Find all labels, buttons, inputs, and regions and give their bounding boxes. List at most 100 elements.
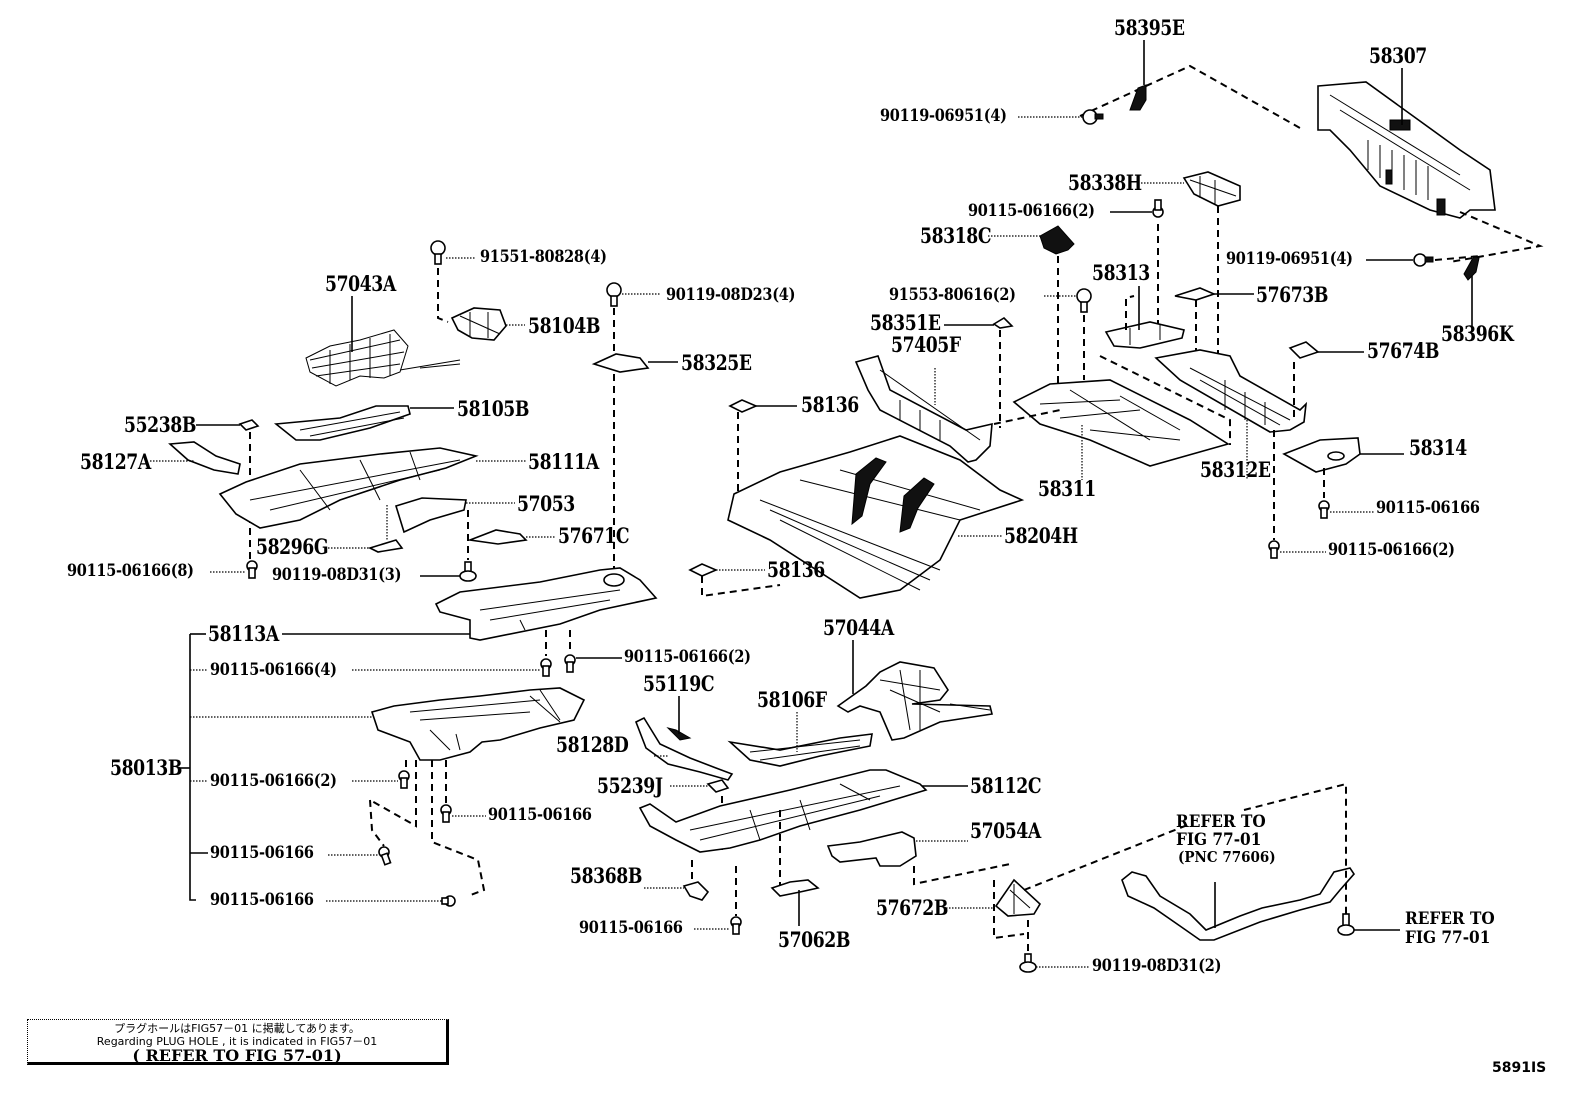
part-57673B-clip[interactable] [1174,287,1217,301]
bolt-90119-06951-top[interactable] [1082,109,1104,125]
part-55239J-plug[interactable] [706,779,730,793]
part-58351E-clip[interactable] [992,316,1014,329]
part-58104B-bracket[interactable] [450,307,507,341]
part-58395E-clip[interactable] [1129,84,1147,111]
part-58111A-front-floor-pan[interactable] [218,447,479,529]
label-58127A[interactable]: 58127A [80,449,151,474]
label-90115-06166-8[interactable]: 90115-06166(8) [67,561,194,581]
part-57062B-bracket[interactable] [770,879,820,897]
part-57405F-cross-member[interactable] [854,355,993,463]
label-58106F[interactable]: 58106F [757,687,827,712]
part-58312E-rear-floor-side[interactable] [1154,349,1308,433]
part-58105B-reinforcement[interactable] [273,405,411,441]
label-90115-06166-center[interactable]: 90115-06166 [579,918,683,938]
label-57043A[interactable]: 57043A [325,271,396,296]
label-57053[interactable]: 57053 [517,491,575,516]
label-58113A[interactable]: 58113A [208,621,279,646]
part-58128D-bracket[interactable] [634,716,734,781]
part-58013B-front-floor-member[interactable] [370,687,586,761]
part-58338H-bracket[interactable] [1182,171,1241,207]
label-57673B[interactable]: 57673B [1256,282,1329,307]
label-58351E[interactable]: 58351E [870,310,941,335]
label-58307[interactable]: 58307 [1369,43,1427,68]
label-90115-06166-4[interactable]: 90115-06166(4) [210,660,337,680]
label-57671C[interactable]: 57671C [558,523,630,548]
part-58136-plug-upper[interactable] [728,399,759,413]
bolt-91553-80616[interactable] [1076,288,1092,313]
label-58311[interactable]: 58311 [1038,476,1096,501]
bolt-90115-06166-2-left[interactable] [398,770,410,789]
bolt-90115-06166-4[interactable] [540,658,552,677]
bolt-90115-06166-center[interactable] [730,916,742,935]
label-58296G[interactable]: 58296G [256,534,329,559]
label-91551-80828[interactable]: 91551-80828(4) [480,247,607,267]
bolt-90115-06166-right[interactable] [1318,500,1330,519]
bolt-90115-06166-2-mid[interactable] [564,654,576,673]
bolt-90119-08D31-2[interactable] [1019,953,1037,973]
label-90115-06166-2-upper[interactable]: 90115-06166(2) [968,201,1095,221]
bolt-90119-06951-right[interactable] [1413,253,1434,267]
label-58136-upper[interactable]: 58136 [801,392,859,417]
label-90119-08D31-2[interactable]: 90119-08D31(2) [1092,956,1222,976]
label-refer-to-bolt-2[interactable]: FIG 77-01 [1405,928,1491,948]
bolt-90119-08D31-3[interactable] [459,561,477,582]
part-58313-bracket[interactable] [1104,321,1185,349]
label-58338H[interactable]: 58338H [1068,170,1142,195]
label-58112C[interactable]: 58112C [970,773,1042,798]
label-90115-06166-right[interactable]: 90115-06166 [1376,498,1480,518]
part-58136-plug-lower[interactable] [688,563,719,577]
bolt-90115-06166-upper[interactable] [1152,199,1164,218]
label-58314[interactable]: 58314 [1409,435,1467,460]
bolt-91551-80828[interactable] [430,240,446,265]
part-57043A-insulator[interactable] [305,329,461,387]
label-58325E[interactable]: 58325E [681,350,752,375]
label-58368B[interactable]: 58368B [570,863,643,888]
part-57054A-reinforcement[interactable] [826,831,917,867]
part-57053-reinforcement[interactable] [395,497,467,534]
label-58396K[interactable]: 58396K [1441,321,1514,346]
label-55238B[interactable]: 55238B [124,412,197,437]
label-90119-08D31-3[interactable]: 90119-08D31(3) [272,565,402,585]
label-58111A[interactable]: 58111A [528,449,599,474]
part-58325E-cover[interactable] [591,353,650,373]
note-refer-link[interactable]: ( REFER TO FIG 57-01) [132,1046,342,1065]
label-57044A[interactable]: 57044A [823,615,894,640]
label-57062B[interactable]: 57062B [778,927,851,952]
part-58127A-bracket[interactable] [168,441,241,475]
part-58296G-bracket[interactable] [367,539,404,553]
part-58318C-pad[interactable] [1039,225,1075,255]
label-57674B[interactable]: 57674B [1367,338,1440,363]
label-58104B[interactable]: 58104B [528,313,601,338]
label-90115-06166-mid-left[interactable]: 90115-06166 [488,805,592,825]
part-58368B-bracket[interactable] [682,881,710,901]
label-58318C[interactable]: 58318C [920,223,992,248]
label-55239J[interactable]: 55239J [597,773,663,798]
part-57044A-insulator[interactable] [836,661,993,741]
bolt-90115-06166-mid-left[interactable] [440,804,452,823]
label-58313[interactable]: 58313 [1092,260,1150,285]
label-58136-lower[interactable]: 58136 [767,557,825,582]
bolt-90115-06166-2-right[interactable] [1268,540,1280,559]
label-90115-06166-2-mid[interactable]: 90115-06166(2) [624,647,751,667]
label-58312E[interactable]: 58312E [1200,457,1271,482]
part-57672B-bracket[interactable] [994,878,1042,917]
bolt-90115-06166-8[interactable] [246,560,258,579]
part-57671C-bracket[interactable] [466,529,528,545]
part-58106F-reinforcement[interactable] [727,733,873,767]
label-90119-08D23[interactable]: 90119-08D23(4) [666,285,796,305]
label-90115-06166-2-right[interactable]: 90115-06166(2) [1328,540,1455,560]
label-58395E[interactable]: 58395E [1114,15,1185,40]
label-90115-06166-horizontal[interactable]: 90115-06166 [210,890,314,910]
bolt-ref-fig77-01[interactable] [1337,913,1355,936]
part-58311-rear-floor-pan[interactable] [1012,379,1230,467]
part-58307-rear-panel[interactable] [1317,81,1496,219]
part-58113A-floor-tunnel[interactable] [434,567,658,641]
label-91553-80616[interactable]: 91553-80616(2) [889,285,1016,305]
bolt-90115-06166-angled[interactable] [378,846,392,866]
label-refer-to-brace-2[interactable]: FIG 77-01 [1176,830,1262,850]
label-90119-06951-right[interactable]: 90119-06951(4) [1226,249,1353,269]
part-58112C-front-floor-pan-rh[interactable] [638,769,928,853]
part-58314-plate[interactable] [1282,437,1361,473]
label-90115-06166-2-left[interactable]: 90115-06166(2) [210,771,337,791]
label-58128D[interactable]: 58128D [556,732,629,757]
